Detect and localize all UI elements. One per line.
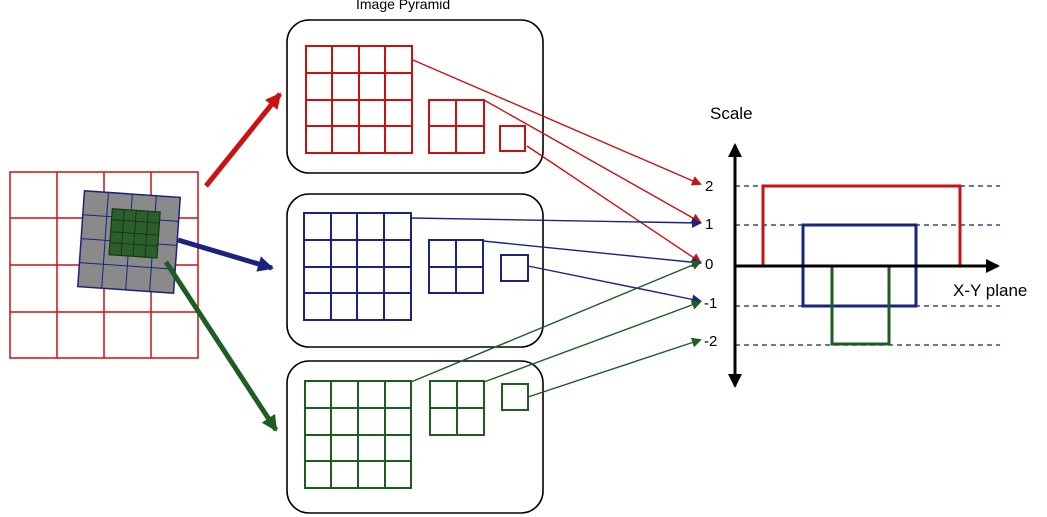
map-blue-large-to-1 bbox=[410, 217, 702, 228]
diagram-title: Image Pyramid bbox=[356, 0, 451, 12]
tick-label-2: 2 bbox=[705, 178, 714, 195]
blue-level-large bbox=[303, 212, 412, 321]
tick-label-0: 0 bbox=[705, 256, 714, 273]
red-level-large bbox=[305, 45, 413, 154]
map-blue-medium-to-0 bbox=[482, 240, 702, 268]
blue-level-small bbox=[500, 254, 529, 282]
map-green-medium-to-minus-1 bbox=[483, 300, 702, 383]
tick-label-minus-1: -1 bbox=[704, 295, 718, 312]
map-blue-small-to-minus-1 bbox=[527, 265, 702, 305]
rotated-patch bbox=[76, 189, 182, 295]
xy-plane-axis-label: X-Y plane bbox=[953, 281, 1028, 300]
tick-label-minus-2: -2 bbox=[704, 333, 718, 350]
blue-pyramid-box bbox=[286, 193, 544, 348]
map-green-large-to-0 bbox=[410, 260, 702, 383]
blue-level-medium bbox=[428, 239, 484, 294]
red-pyramid-box bbox=[286, 19, 544, 174]
green-level-large bbox=[304, 380, 412, 489]
red-level-medium bbox=[428, 99, 485, 154]
red-level-small bbox=[499, 125, 526, 152]
map-red-medium-to-1 bbox=[483, 99, 702, 223]
green-level-medium bbox=[429, 380, 485, 436]
green-level-small bbox=[501, 383, 529, 411]
arrow-to-green-pyramid bbox=[163, 260, 279, 432]
arrow-to-blue-pyramid bbox=[177, 237, 274, 272]
map-red-large-to-2 bbox=[412, 59, 702, 186]
map-red-small-to-0 bbox=[526, 145, 702, 264]
tick-label-1: 1 bbox=[705, 216, 714, 233]
green-pyramid-box bbox=[286, 360, 544, 514]
scale-axis-label: Scale bbox=[710, 104, 753, 123]
arrow-to-red-pyramid bbox=[204, 92, 282, 188]
map-green-small-to-minus-2 bbox=[527, 337, 702, 398]
